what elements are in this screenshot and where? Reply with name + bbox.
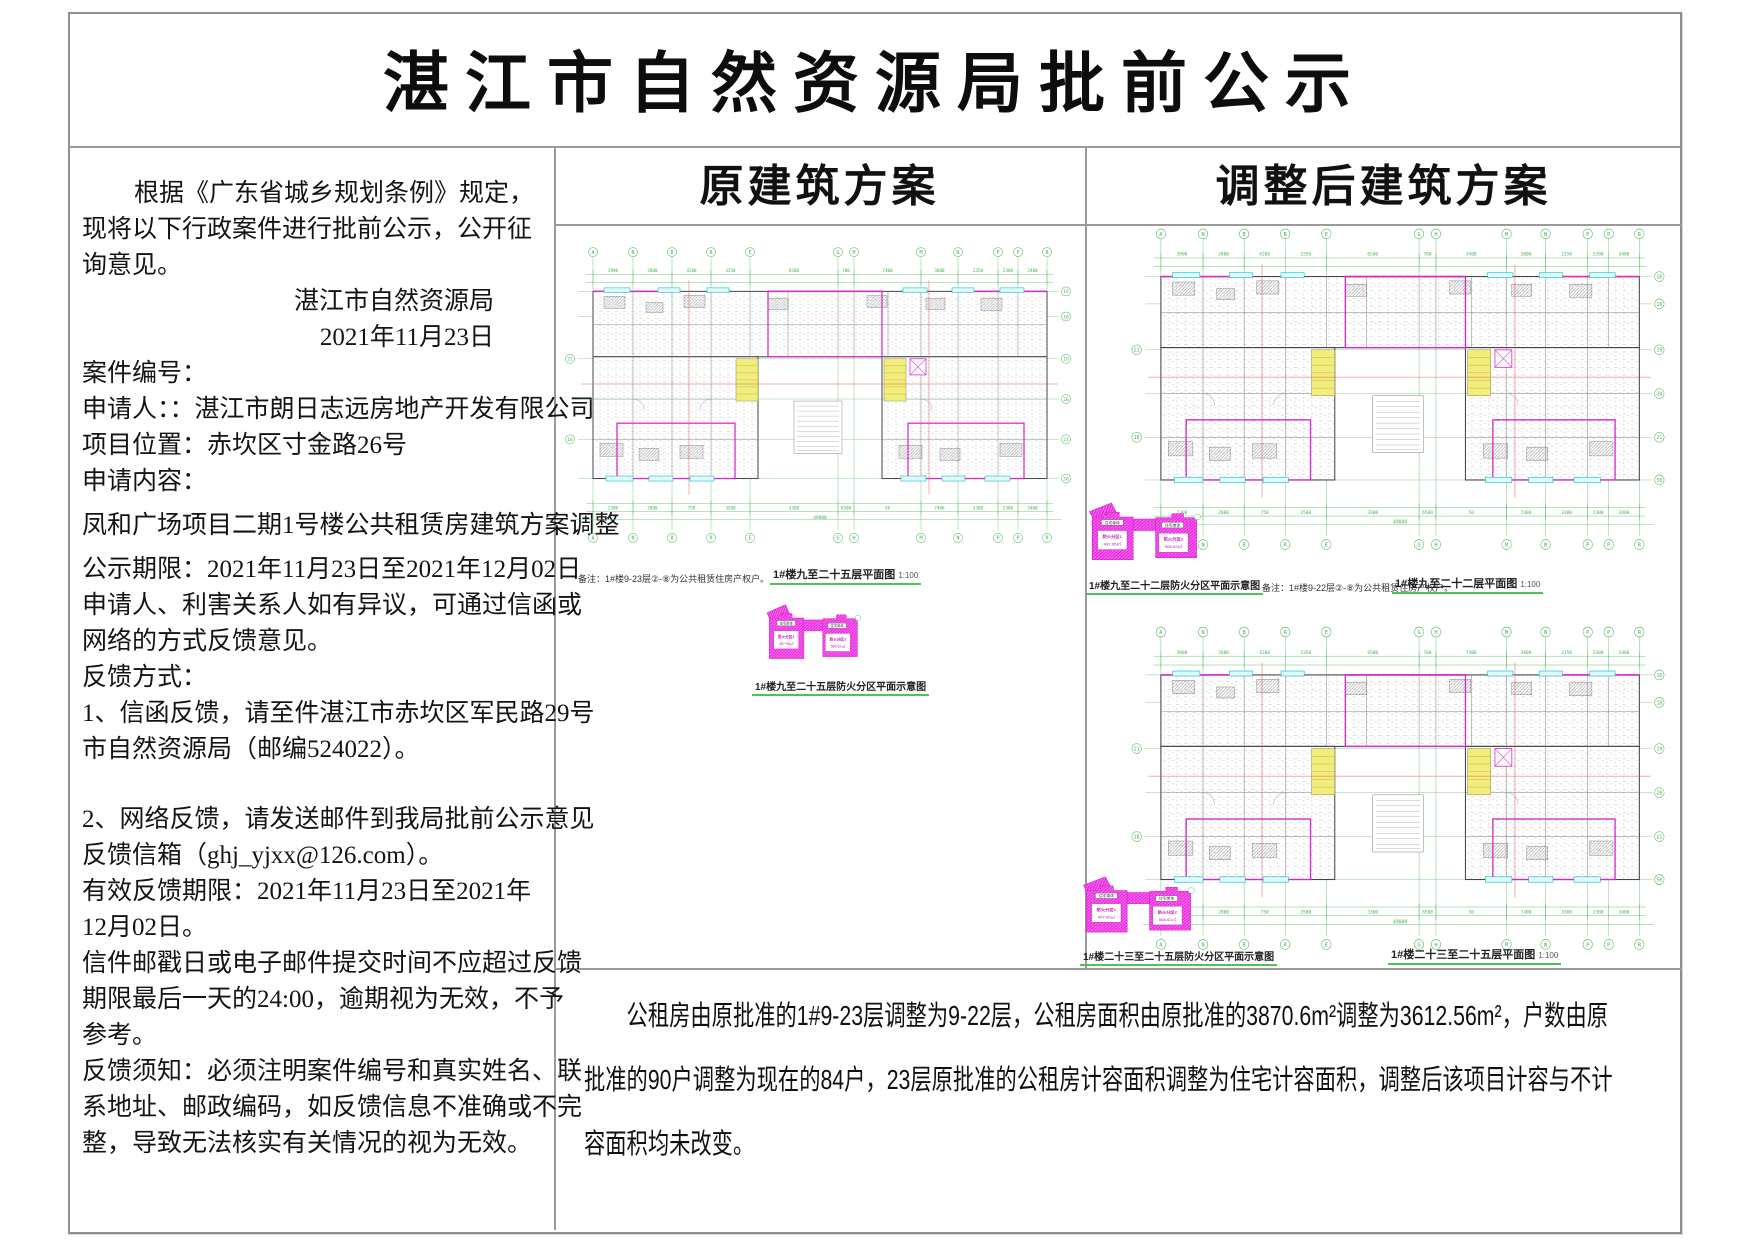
notice-line: 市自然资源局（邮编524022）。 <box>82 736 420 763</box>
adjusted-lower-plan-scale-note: 1:100 <box>1538 951 1559 960</box>
title-divider <box>68 146 1680 148</box>
notice-line: 期限最后一天的24:00，逾期视为无效，不予 <box>82 986 564 1013</box>
adjusted-upper-fire-caption: 1#楼九至二十二层防火分区平面示意图 <box>1086 577 1264 595</box>
notice-line: 凤和广场项目二期1号楼公共租赁房建筑方案调整 <box>82 512 620 539</box>
notice-line: 2021年11月23日 <box>319 324 494 351</box>
summary-line: 批准的90户调整为现在的84户，23层原批准的公租房计容面积调整为住宅计容面积，… <box>584 1064 1613 1095</box>
adjusted-lower-plan-caption: 1#楼二十三至二十五层平面图 1:100 <box>1388 946 1562 965</box>
page-border-frame <box>68 12 1682 1234</box>
original-fire-caption: 1#楼九至二十五层防火分区平面示意图 <box>752 678 930 696</box>
notice-line: 案件编号： <box>82 360 208 387</box>
notice-line: 整，导致无法核实有关情况的视为无效。 <box>82 1130 533 1157</box>
adjusted-lower-fire-compartment-diagram <box>1080 872 1196 948</box>
notice-line: 反馈须知：必须注明案件编号和真实姓名、联 <box>82 1058 583 1085</box>
notice-line: 申请人：：湛江市朗日志远房地产开发有限公司 <box>82 396 595 423</box>
adjustment-summary: 公租房由原批准的1#9-23层调整为9-22层，公租房面积由原批准的3870.6… <box>556 968 1710 1176</box>
plan-header-divider <box>554 224 1682 226</box>
adjusted-lower-fire-caption: 1#楼二十三至二十五层防火分区平面示意图 <box>1080 948 1278 966</box>
adjusted-lower-plan-caption-text: 1#楼二十三至二十五层平面图 <box>1391 949 1536 961</box>
summary-line: 容面积均未改变。 <box>584 1128 755 1159</box>
notice-line: 现将以下行政案件进行批前公示，公开征 <box>82 216 533 243</box>
notice-line: 1、信函反馈，请至件湛江市赤坎区军民路29号 <box>82 700 595 727</box>
left-column-divider <box>554 146 556 1230</box>
notice-line: 根据《广东省城乡规划条例》规定， <box>134 180 535 207</box>
notice-line: 信件邮戳日或电子邮件提交时间不应超过反馈 <box>82 950 583 977</box>
original-floor-plan-drawing <box>558 232 1078 554</box>
notice-line: 询意见。 <box>82 252 183 279</box>
notice-line: 公示期限：2021年11月23日至2021年12月02日 <box>82 556 582 583</box>
notice-line: 反馈方式： <box>82 664 208 691</box>
adjusted-upper-fire-compartment-diagram <box>1086 498 1202 576</box>
notice-line: 项目位置：赤坎区寸金路26号 <box>82 432 408 459</box>
notice-line: 反馈信箱（ghj_yjxx@126.com）。 <box>82 842 444 869</box>
notice-line: 申请内容： <box>82 468 208 495</box>
adjusted-upper-plan-remark: 备注：1#楼9-22层②-⑧为公共租赁住房产权户。 <box>1262 583 1454 593</box>
notice-line: 申请人、利害关系人如有异议，可通过信函或 <box>82 592 583 619</box>
notice-line: 系地址、邮政编码，如反馈信息不准确或不完 <box>82 1094 583 1121</box>
adjusted-upper-plan-caption-text: 1#楼九至二十二层平面图 <box>1395 578 1518 590</box>
notice-line: 参考。 <box>82 1022 158 1049</box>
notice-line: 网络的方式反馈意见。 <box>82 628 333 655</box>
original-plan-remark: 备注：1#楼9-23层②-⑧为公共租赁住房产权户。 <box>578 574 770 584</box>
page-title: 湛江市自然资源局批前公示 <box>383 48 1367 121</box>
footer-divider <box>554 968 1682 970</box>
adjusted-lower-floor-plan-drawing <box>1124 610 1672 962</box>
plan-columns-divider <box>1085 146 1087 968</box>
notice-line: 有效反馈期限：2021年11月23日至2021年 <box>82 878 532 905</box>
adjusted-upper-floor-plan-drawing <box>1124 212 1672 562</box>
original-fire-compartment-diagram <box>764 600 862 674</box>
adjusted-upper-plan-caption: 1#楼九至二十二层平面图 1:100 <box>1392 575 1544 594</box>
original-plan-caption: 1#楼九至二十五层平面图 1:100 <box>770 566 922 585</box>
notice-text: 根据《广东省城乡规划条例》规定， 现将以下行政案件进行批前公示，公开征询意见。湛江… <box>82 176 620 1162</box>
notice-line: 湛江市自然资源局 <box>293 288 494 315</box>
notice-line: 12月02日。 <box>82 914 208 941</box>
original-plan-scale-note: 1:100 <box>898 571 919 580</box>
original-plan-caption-text: 1#楼九至二十五层平面图 <box>773 569 896 581</box>
adjusted-upper-plan-scale-note: 1:100 <box>1520 580 1541 589</box>
original-plan-header: 原建筑方案 <box>699 162 940 211</box>
adjusted-plan-header: 调整后建筑方案 <box>1215 162 1552 211</box>
summary-line: 公租房由原批准的1#9-23层调整为9-22层，公租房面积由原批准的3870.6… <box>626 1000 1609 1031</box>
notice-line: 2、网络反馈，请发送邮件到我局批前公示意见 <box>82 806 595 833</box>
